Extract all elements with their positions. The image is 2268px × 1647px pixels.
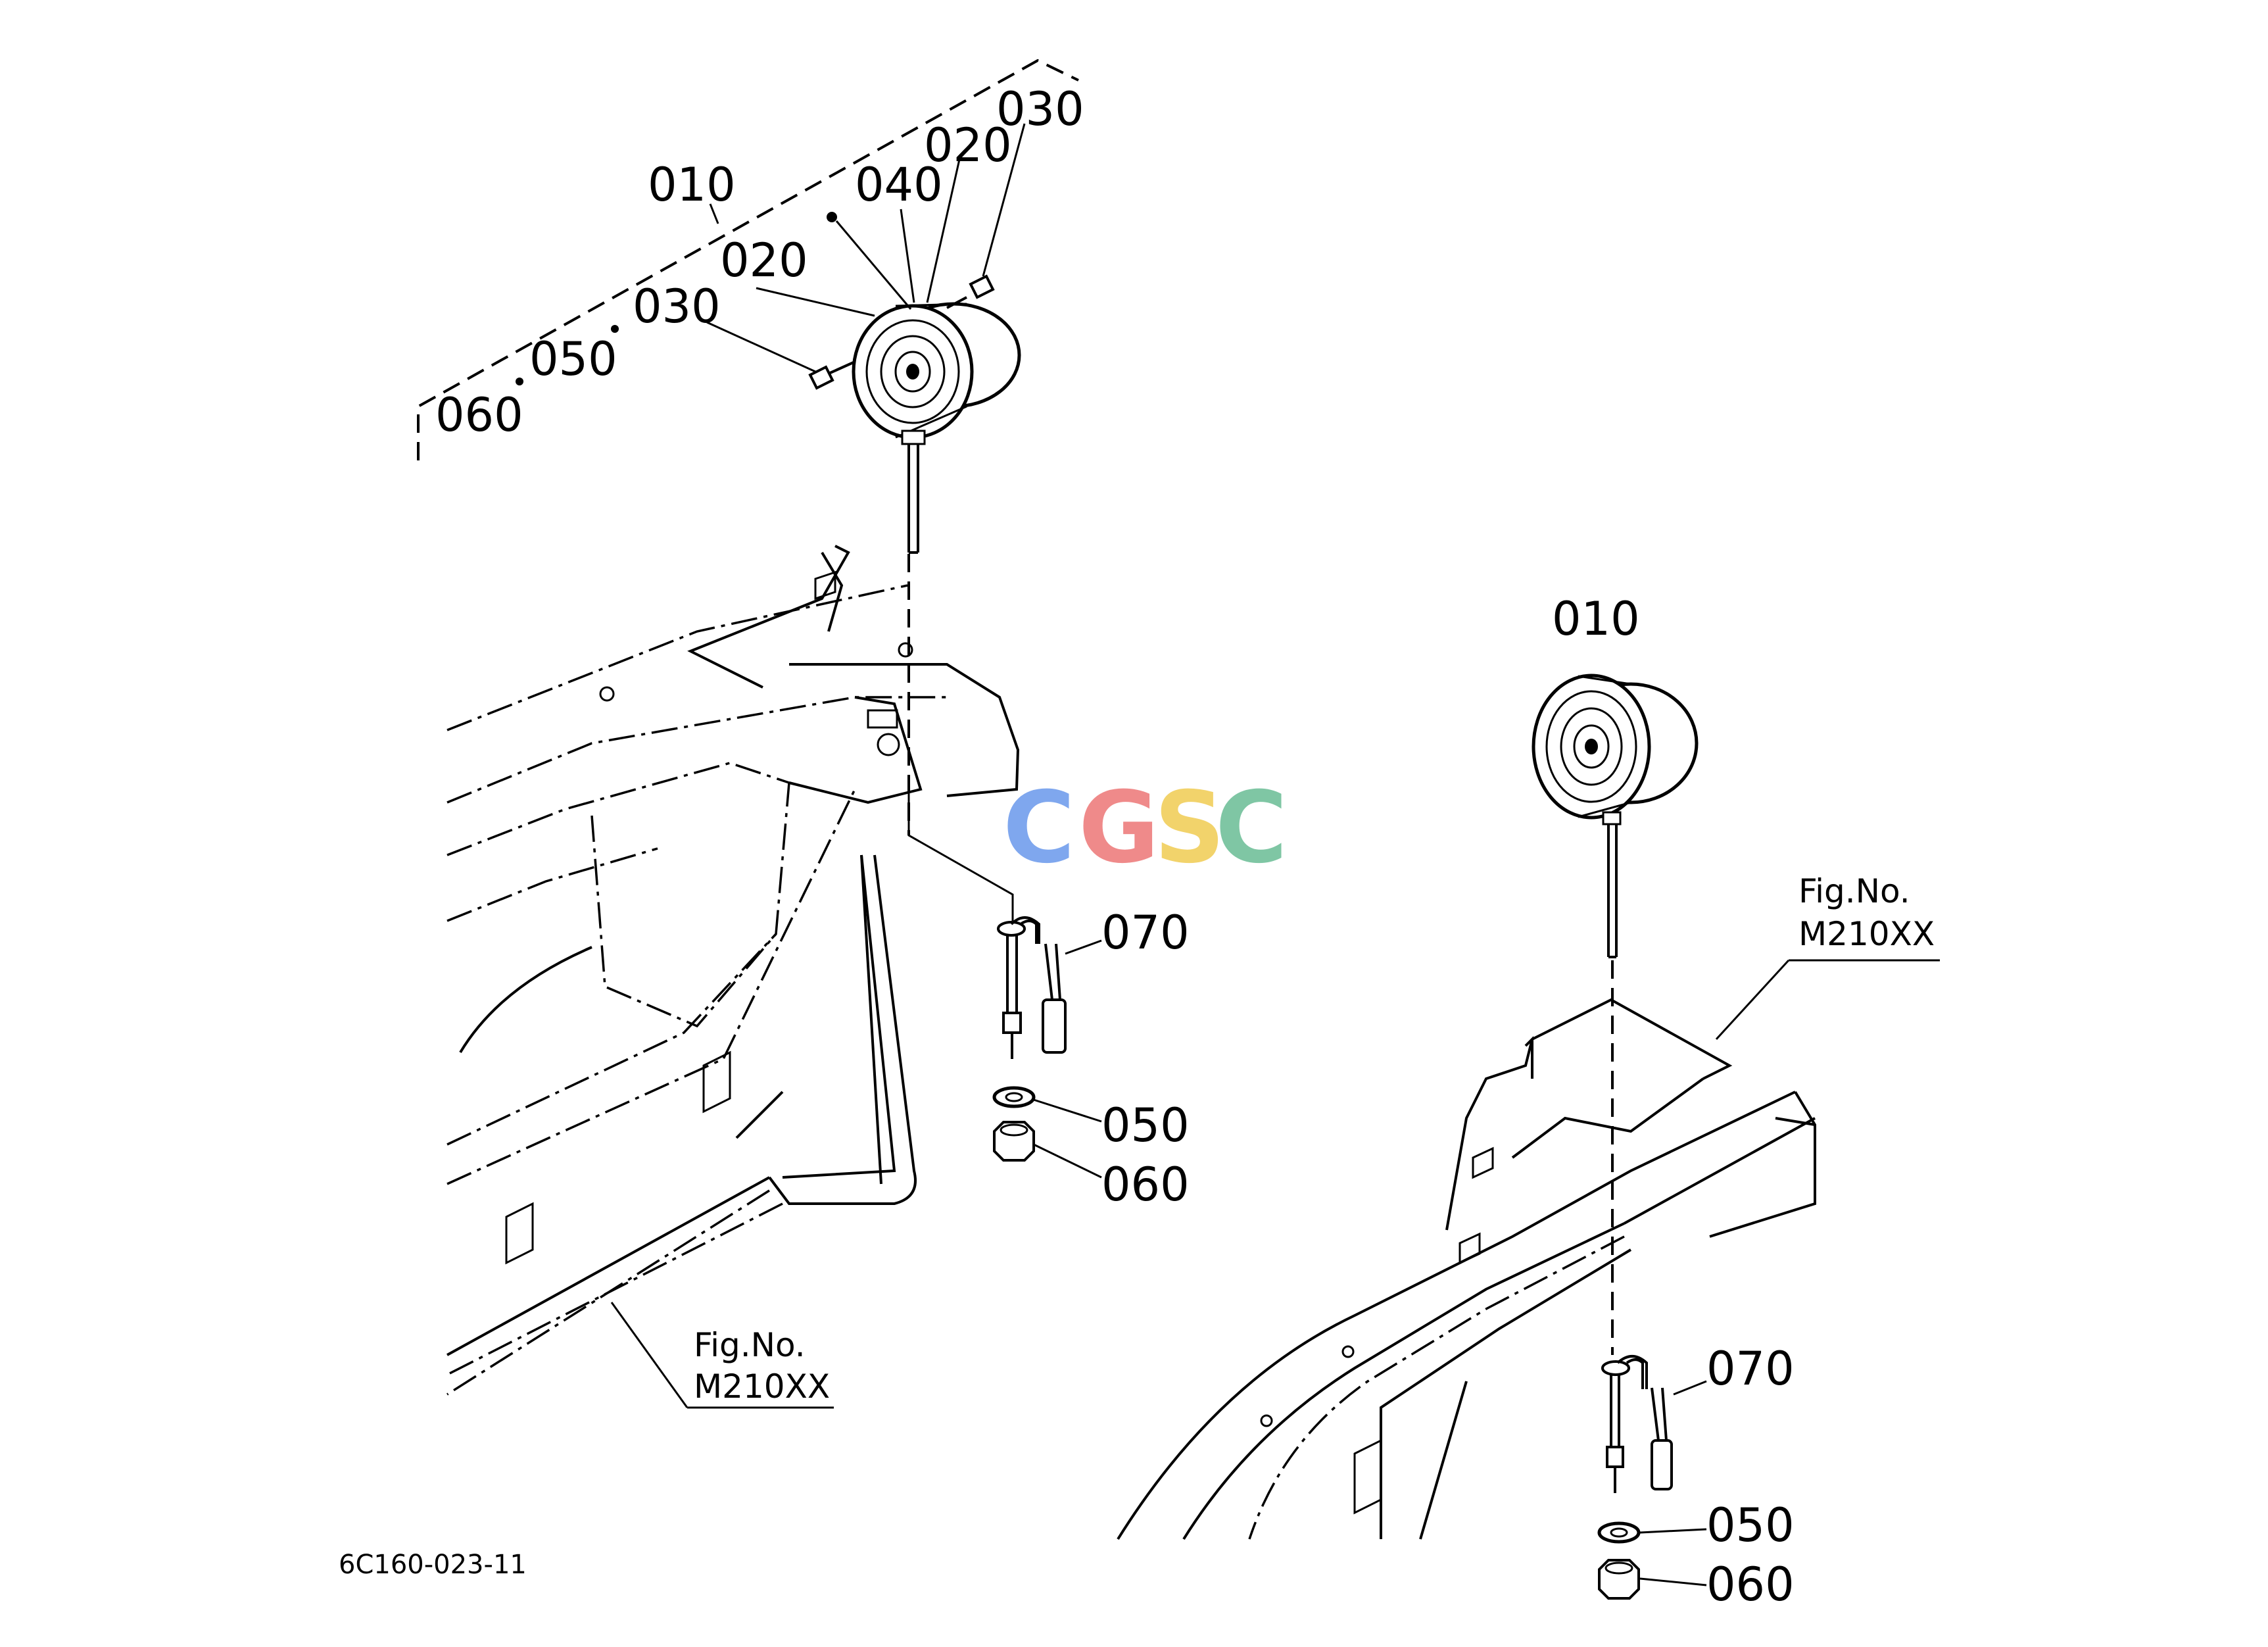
callout-060-left: 060	[1101, 1158, 1190, 1212]
callout-050-top: 050	[529, 332, 617, 386]
horn-unit-right	[1532, 674, 1699, 958]
callout-020-top-a: 020	[720, 234, 808, 287]
watermark-logo: C G S C	[1003, 771, 1288, 885]
callout-020-top-b: 020	[924, 118, 1012, 172]
watermark-letter-2: G	[1078, 771, 1159, 885]
frame-left	[446, 545, 1020, 1396]
fig-ref-left-number: M210XX	[694, 1367, 830, 1406]
horn-unit-left	[852, 302, 1021, 554]
washer-050-right	[1597, 1521, 1641, 1544]
nut-060-left	[993, 1121, 1035, 1162]
switch-070-left	[997, 916, 1067, 1059]
watermark-letter-4: C	[1215, 771, 1288, 885]
drawing-code: 6C160-023-11	[339, 1550, 527, 1580]
watermark-letter-1: C	[1003, 771, 1075, 885]
left-assembly: 010 040 020 030 020 030 050 060 070 050 …	[417, 59, 1190, 1409]
callout-050-right: 050	[1706, 1498, 1795, 1552]
fig-ref-right-title: Fig.No.	[1798, 872, 1910, 910]
watermark-letter-3: S	[1154, 771, 1225, 885]
switch-070-right	[1601, 1355, 1673, 1493]
callout-030-top-a: 030	[633, 280, 721, 333]
callout-010-right: 010	[1552, 592, 1640, 646]
callout-070-left: 070	[1101, 906, 1190, 960]
callout-030-top-b: 030	[996, 82, 1084, 136]
right-assembly: 010 070 050 060 Fig.No. M210XX	[1117, 592, 1940, 1611]
fig-ref-left-title: Fig.No.	[694, 1326, 806, 1364]
callout-040-top: 040	[855, 158, 943, 212]
group-bracket	[417, 59, 1079, 460]
callout-060-top: 060	[435, 388, 523, 442]
frame-right	[1117, 998, 1816, 1540]
washer-050-left	[992, 1086, 1036, 1108]
screw-right	[946, 274, 995, 309]
callout-010-top: 010	[648, 158, 736, 212]
callout-050-left: 050	[1101, 1098, 1190, 1152]
callout-060-right: 060	[1706, 1558, 1795, 1611]
screw-left	[808, 360, 856, 390]
nut-060-right	[1598, 1559, 1640, 1600]
fig-ref-right-number: M210XX	[1798, 915, 1935, 953]
callout-070-right: 070	[1706, 1342, 1795, 1396]
